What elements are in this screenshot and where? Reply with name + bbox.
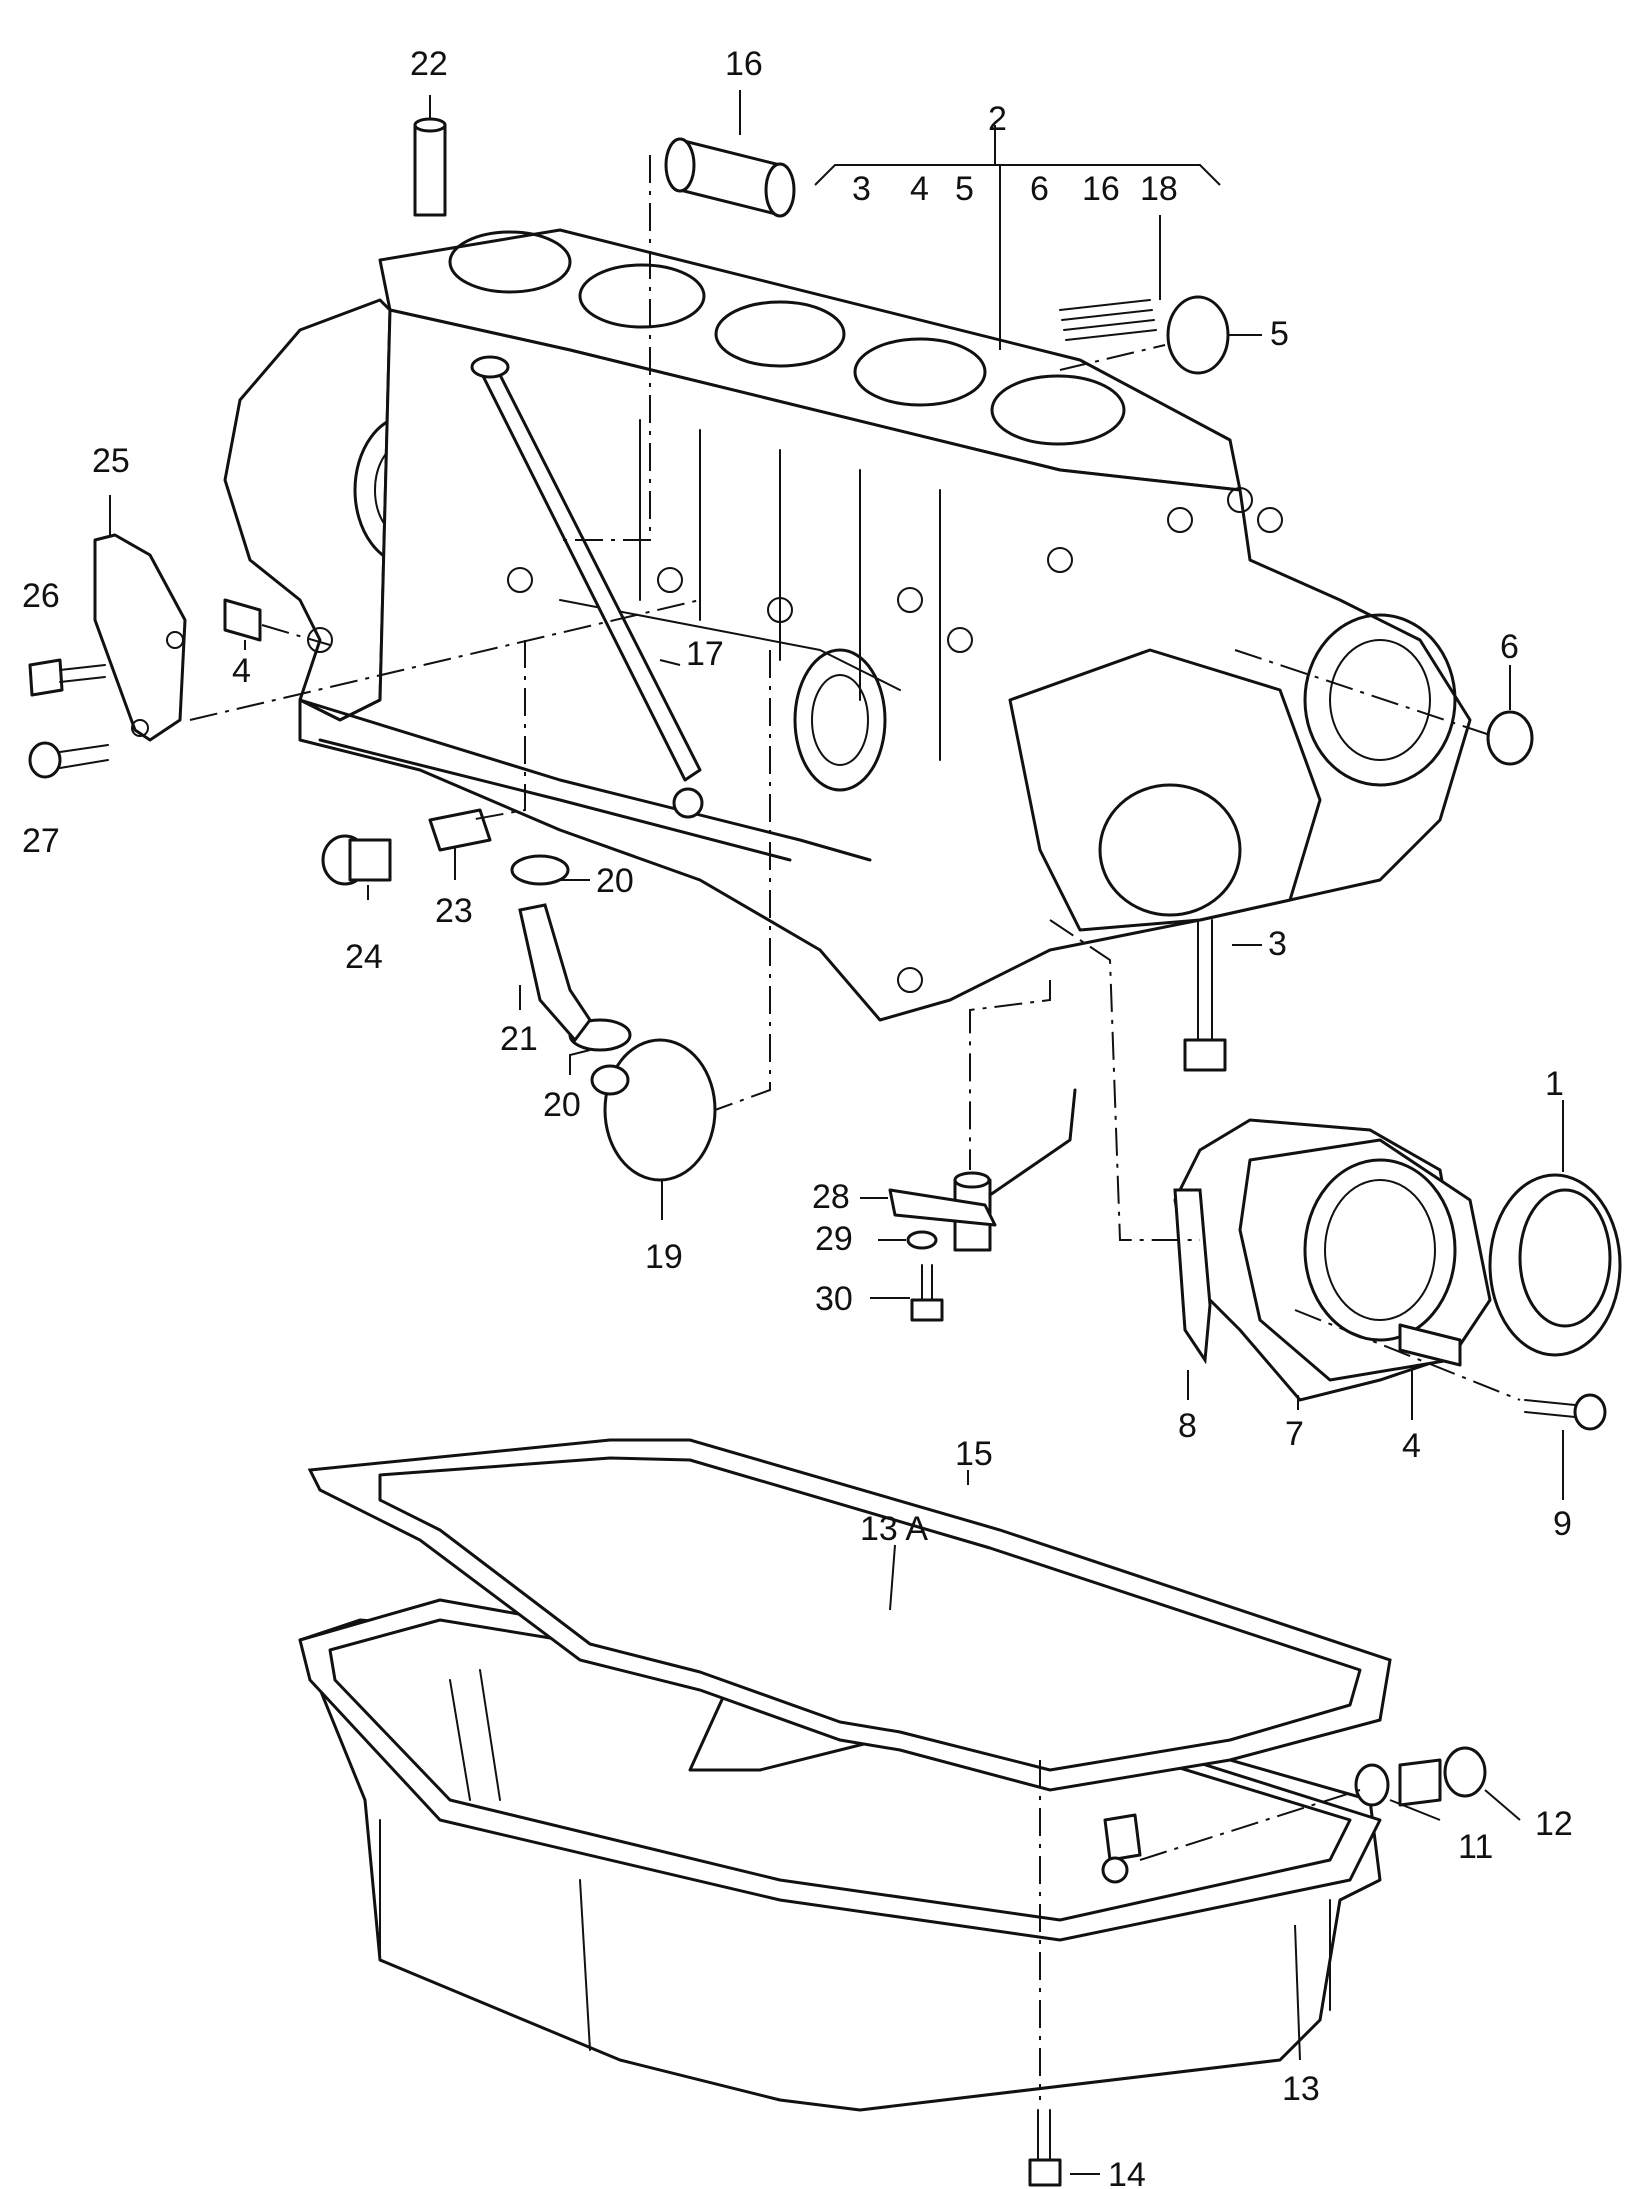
callout-15: 15 xyxy=(955,1435,993,1473)
callout-28: 28 xyxy=(812,1178,850,1216)
group-item-6: 6 xyxy=(1030,170,1049,208)
callout-14: 14 xyxy=(1108,2156,1146,2189)
callout-20-upper: 20 xyxy=(596,862,634,900)
callout-13: 13 xyxy=(1282,2070,1320,2108)
callout-9: 9 xyxy=(1553,1505,1572,1543)
callout-13a: 13 A xyxy=(860,1510,928,1548)
group-item-5: 5 xyxy=(955,170,974,208)
callout-7: 7 xyxy=(1285,1415,1304,1453)
callout-27: 27 xyxy=(22,822,60,860)
group-item-4: 4 xyxy=(910,170,929,208)
callout-11: 11 xyxy=(1458,1828,1493,1866)
callout-19: 19 xyxy=(645,1238,683,1276)
small-parts xyxy=(28,117,1607,2187)
callout-2: 2 xyxy=(988,100,1007,138)
rear-seal-flange xyxy=(1173,1118,1622,1402)
callout-5: 5 xyxy=(1270,315,1289,353)
callout-30: 30 xyxy=(815,1280,853,1318)
leader-lines xyxy=(109,90,1564,2175)
callout-3: 3 xyxy=(1268,925,1287,963)
callout-4-lower: 4 xyxy=(1402,1427,1421,1465)
callout-23: 23 xyxy=(435,892,473,930)
callout-12: 12 xyxy=(1535,1805,1573,1843)
cylinder-block xyxy=(223,228,1472,1022)
callout-16: 16 xyxy=(725,45,763,83)
assembly-centre-lines xyxy=(189,155,1521,2100)
callout-4-upper: 4 xyxy=(232,652,251,690)
group-item-16: 16 xyxy=(1082,170,1120,208)
group-item-18: 18 xyxy=(1140,170,1178,208)
callout-20-lower: 20 xyxy=(543,1086,581,1124)
callout-8: 8 xyxy=(1178,1407,1197,1445)
callout-labels: 1 2 3 4 5 6 16 18 3 4 4 5 6 7 8 9 11 12 … xyxy=(22,45,1573,2189)
callout-22: 22 xyxy=(410,45,448,83)
callout-24: 24 xyxy=(345,938,383,976)
callout-26: 26 xyxy=(22,577,60,615)
group-item-3: 3 xyxy=(852,170,871,208)
callout-1: 1 xyxy=(1545,1065,1564,1103)
callout-25: 25 xyxy=(92,442,130,480)
callout-29: 29 xyxy=(815,1220,853,1258)
callout-21: 21 xyxy=(500,1020,538,1058)
oil-pan-gasket xyxy=(307,1438,1392,1792)
callout-6: 6 xyxy=(1500,628,1519,666)
callout-17: 17 xyxy=(686,635,724,673)
